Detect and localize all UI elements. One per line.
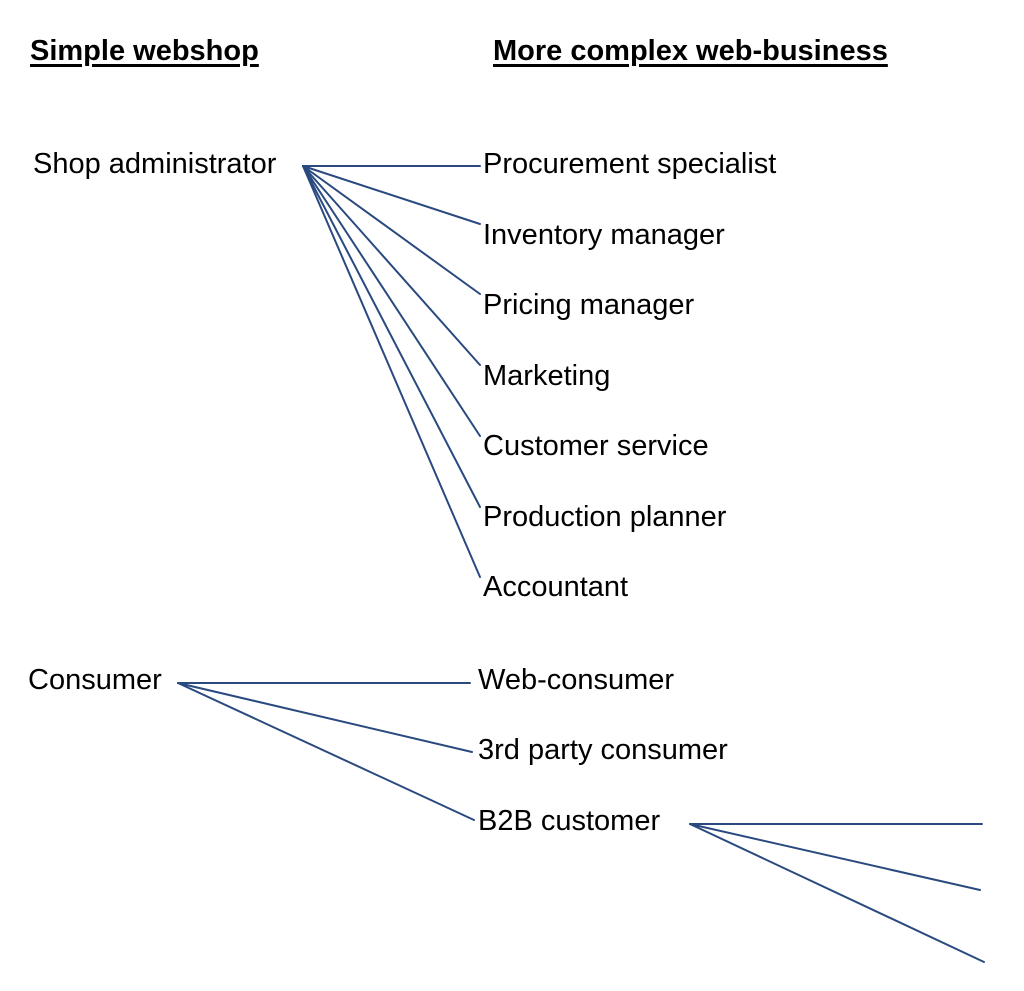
connector-shop-admin-to-accountant (302, 165, 481, 578)
node-web-consumer: Web-consumer (478, 664, 675, 696)
connector-consumer-to-b2b (177, 682, 475, 821)
node-consumer: Consumer (28, 664, 162, 696)
node-accountant: Accountant (483, 571, 629, 603)
connector-shop-admin-to-inventory (302, 165, 481, 225)
node-procurement-specialist: Procurement specialist (483, 148, 777, 180)
node-b2b-customer: B2B customer (478, 805, 661, 837)
connector-consumer-to-third-party (177, 682, 473, 753)
node-marketing: Marketing (483, 360, 611, 392)
heading-complex-web-business: More complex web-business (493, 35, 888, 67)
connector-shop-admin-to-customer-service (302, 165, 481, 437)
connector-shop-admin-to-marketing (302, 165, 481, 366)
connector-shop-admin-to-production (302, 165, 481, 508)
node-shop-administrator: Shop administrator (33, 148, 277, 180)
connector-shop-admin-to-pricing (302, 165, 481, 295)
node-3rd-party-consumer: 3rd party consumer (478, 734, 728, 766)
node-inventory-manager: Inventory manager (483, 219, 725, 251)
node-customer-service: Customer service (483, 430, 709, 462)
heading-simple-webshop: Simple webshop (30, 35, 259, 67)
node-production-planner: Production planner (483, 501, 727, 533)
connector-b2b-to-out-3 (689, 823, 985, 963)
node-pricing-manager: Pricing manager (483, 289, 695, 321)
connector-b2b-to-out-2 (689, 823, 981, 891)
